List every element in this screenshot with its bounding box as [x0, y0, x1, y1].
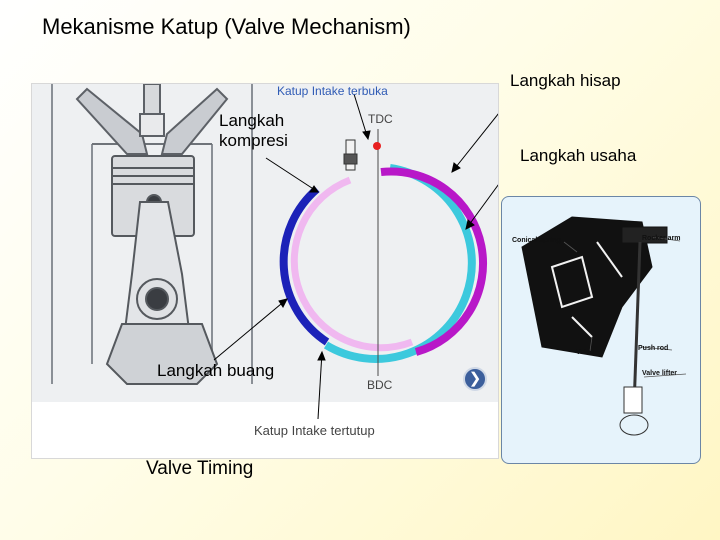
push-rod-label: Push rod [638, 345, 669, 352]
crankshaft [105, 323, 219, 385]
push-rod [632, 241, 642, 408]
intake-stroke-label: Langkah hisap [510, 71, 621, 90]
timing-rings [279, 164, 488, 363]
tdc-label: TDC [368, 112, 393, 126]
pointer-arrows [213, 93, 498, 420]
slide-title: Mekanisme Katup (Valve Mechanism) [42, 14, 411, 39]
exhaust-stroke-label: Langkah buang [157, 361, 275, 380]
bdc-label: BDC [367, 378, 393, 392]
compression-stroke-label: Langkah kompresi [219, 111, 288, 150]
valve-label: Valve [576, 349, 594, 356]
valve-timing-diagram [51, 84, 498, 420]
next-button[interactable]: ❯ [463, 367, 487, 391]
compression-ring [279, 185, 330, 346]
intake-ring [323, 164, 476, 363]
rocker-arm-label: Rocker arm [642, 235, 681, 242]
engine-cylinder [51, 84, 253, 384]
intake-closed-label: Katup Intake tertutup [254, 423, 375, 438]
cylinder-head [75, 84, 229, 155]
valve-timing-panel: Katup Intake terbuka TDC BDC Langkah kom… [31, 83, 499, 459]
exhaust-ring [290, 176, 414, 352]
power-stroke-label: Langkah usaha [520, 146, 637, 165]
spark-dot [373, 142, 381, 150]
intake-open-label: Katup Intake terbuka [277, 84, 388, 98]
power-ring [380, 167, 488, 356]
valve-train-photo: Conical spring Rocker arm Valve Push rod… [501, 196, 701, 464]
diagram-caption: Valve Timing [146, 458, 254, 479]
valve-train-illustration [521, 216, 687, 436]
valve-lifter-label: Valve lifter [642, 370, 678, 377]
spark-plug-icon [343, 139, 358, 171]
conical-spring-label: Conical spring [512, 237, 561, 244]
